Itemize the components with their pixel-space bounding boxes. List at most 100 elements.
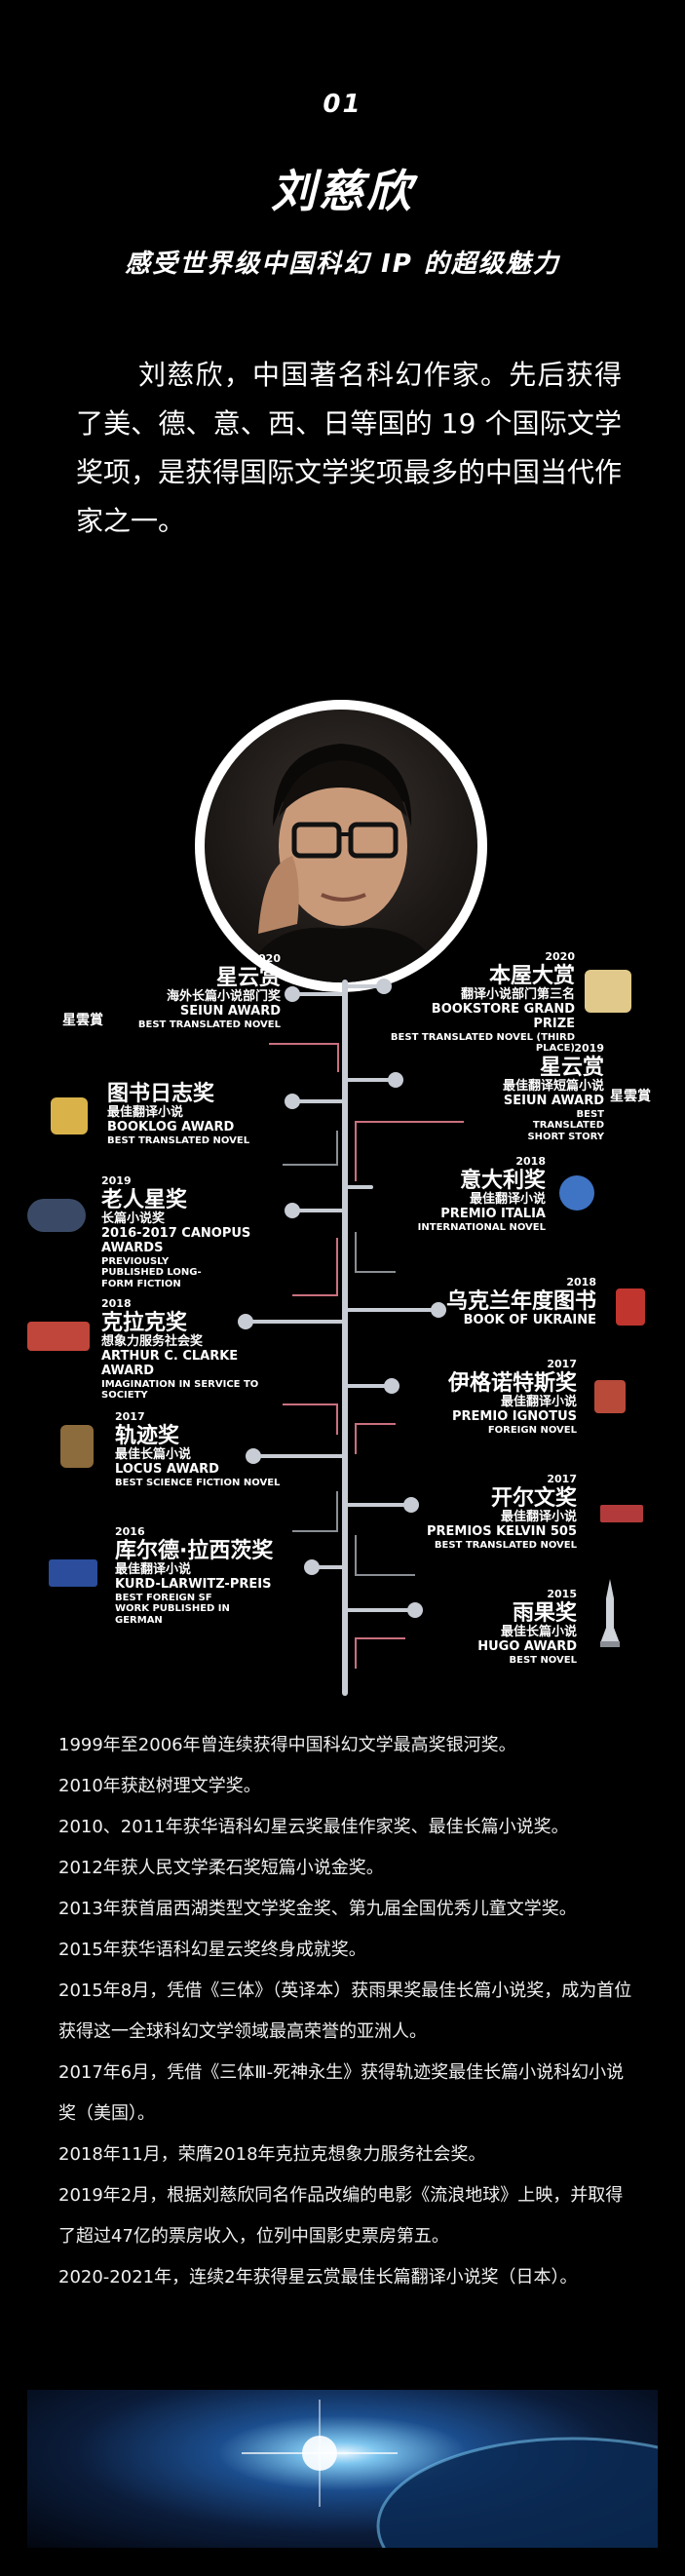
- list-item: 2018年11月，荣膺2018年克拉克想象力服务社会奖。: [58, 2144, 486, 2165]
- award-desc-en: BEST NOVEL: [509, 1654, 577, 1666]
- timeline-node: [403, 1497, 419, 1513]
- award-name-en: KURD-LARWITZ-PREIS: [115, 1576, 272, 1592]
- circuit-line: [355, 1232, 396, 1273]
- award-name-zh: 库尔德·拉西茨奖: [115, 1538, 274, 1563]
- list-item: 2015年获华语科幻星云奖终身成就奖。: [58, 1940, 366, 1960]
- award-name-en: PREMIO ITALIA: [440, 1206, 546, 1221]
- award-category-zh: 最佳长篇小说: [115, 1446, 192, 1462]
- award-desc-en: FOREIGN NOVEL: [487, 1424, 577, 1436]
- timeline-branch: [292, 992, 344, 996]
- timeline-node: [246, 1448, 261, 1464]
- award-name-en: HUGO AWARD: [477, 1638, 577, 1654]
- award-category-zh: 最佳翻译小说: [500, 1509, 577, 1524]
- award-name-en: BOOKSTORE GRAND PRIZE: [431, 1001, 575, 1031]
- page-title: 刘慈欣: [271, 165, 414, 217]
- award-year: 2016: [115, 1525, 145, 1538]
- award-name-zh: 意大利奖: [459, 1168, 546, 1193]
- list-item: 2012年获人民文学柔石奖短篇小说金奖。: [58, 1858, 384, 1878]
- timeline-branch: [346, 1078, 395, 1082]
- timeline-node: [304, 1559, 320, 1575]
- award-category-zh: 最佳翻译短篇小说: [502, 1078, 604, 1094]
- award-year: 2019: [101, 1174, 132, 1187]
- section-number: 01: [323, 90, 362, 119]
- timeline-branch: [292, 1209, 344, 1212]
- award-name-zh: 图书日志奖: [107, 1082, 215, 1106]
- space-banner: [27, 2390, 658, 2548]
- timeline-branch: [346, 1503, 410, 1507]
- timeline-node: [431, 1302, 446, 1318]
- ukraine-icon: [616, 1288, 645, 1326]
- award-year: 2018: [101, 1297, 132, 1310]
- kelvin-icon: [600, 1505, 643, 1522]
- award-name-en: BOOKLOG AWARD: [107, 1120, 235, 1135]
- award-year: 2015: [547, 1588, 577, 1600]
- timeline-branch: [346, 1185, 373, 1189]
- list-item: 2015年8月，凭借《三体》（英译本）获雨果奖最佳长篇小说奖，成为首位获得这一全…: [58, 1980, 632, 2042]
- locus-icon: [60, 1425, 94, 1468]
- award-desc-en: BEST TRANSLATED NOVEL: [107, 1135, 250, 1147]
- award-name-zh: 星云赏: [215, 965, 281, 990]
- circuit-line: [355, 1637, 405, 1669]
- list-item: 2010年获赵树理文学奖。: [58, 1776, 261, 1796]
- award-year: 2020: [545, 950, 575, 963]
- timeline-branch: [246, 1320, 344, 1324]
- award-category-zh: 最佳长篇小说: [500, 1624, 577, 1639]
- timeline-node: [238, 1314, 253, 1329]
- award-desc-en: INTERNATIONAL NOVEL: [417, 1221, 546, 1233]
- award-right-1: 2020 本屋大赏 翻译小说部门第三名 BOOKSTORE GRAND PRIZ…: [390, 950, 575, 1055]
- timeline-trunk: [342, 980, 348, 1696]
- list-item: 2017年6月，凭借《三体Ⅲ-死神永生》获得轨迹奖最佳长篇小说科幻小说奖（美国）…: [58, 2062, 625, 2124]
- clarke-icon: [27, 1322, 90, 1351]
- award-desc-en: BEST TRANSLATED SHORT STORY: [527, 1108, 604, 1142]
- award-name-zh: 克拉克奖: [101, 1310, 188, 1335]
- seiun-logo: 星雲賞: [62, 1013, 103, 1028]
- portrait-illustration: [244, 744, 443, 982]
- award-desc-en: BEST SCIENCE FICTION NOVEL: [115, 1477, 281, 1488]
- seiun-logo-right: 星雲賞: [610, 1089, 651, 1104]
- hugo-icon: [600, 1579, 620, 1647]
- award-name-zh: 开尔文奖: [490, 1485, 577, 1511]
- timeline-branch: [346, 1608, 414, 1612]
- award-year: 2017: [115, 1410, 145, 1423]
- award-name-en: SEIUN AWARD: [503, 1093, 604, 1108]
- timeline-node: [388, 1072, 403, 1088]
- kurd-icon: [49, 1559, 97, 1587]
- award-right-5: 2017 伊格诺特斯奖 最佳翻译小说 PREMIO IGNOTUS FOREIG…: [409, 1358, 577, 1436]
- award-desc-en: BEST TRANSLATED NOVEL: [137, 1019, 281, 1030]
- award-name-en: 2016-2017 CANOPUS AWARDS: [101, 1225, 251, 1255]
- award-name-en: ARTHUR C. CLARKE AWARD: [101, 1348, 239, 1378]
- award-category-zh: 最佳翻译小说: [107, 1105, 184, 1121]
- award-name-en: SEIUN AWARD: [179, 1003, 281, 1019]
- award-right-7: 2015 雨果奖 最佳长篇小说 HUGO AWARD BEST NOVEL: [429, 1588, 577, 1666]
- award-category-zh: 想象力服务社会奖: [101, 1333, 204, 1349]
- award-category-zh: 最佳翻译小说: [469, 1191, 546, 1207]
- timeline-branch: [346, 1384, 391, 1388]
- award-year: 2017: [547, 1473, 577, 1485]
- page-subtitle: 感受世界级中国科幻 IP 的超级魅力: [125, 250, 560, 279]
- timeline-branch: [346, 984, 385, 988]
- timeline-node: [285, 986, 300, 1002]
- award-left-5: 2017 轨迹奖 最佳长篇小说 LOCUS AWARD BEST SCIENCE…: [115, 1410, 290, 1488]
- circuit-line: [292, 1238, 338, 1296]
- timeline-branch: [253, 1454, 344, 1458]
- award-name-zh: 伊格诺特斯奖: [447, 1370, 577, 1396]
- list-item: 2020-2021年，连续2年获得星云赏最佳长篇翻译小说奖（日本）。: [58, 2267, 578, 2288]
- circuit-line: [269, 1043, 339, 1072]
- timeline-node: [285, 1203, 300, 1218]
- award-desc-en: IMAGINATION IN SERVICE TO SOCIETY: [101, 1378, 259, 1402]
- award-category-zh: 翻译小说部门第三名: [460, 986, 575, 1002]
- award-right-3: 2018 意大利奖 最佳翻译小说 PREMIO ITALIA INTERNATI…: [390, 1155, 546, 1233]
- award-name-zh: 老人星奖: [101, 1187, 188, 1212]
- author-portrait: [205, 710, 477, 982]
- award-year: 2019: [574, 1042, 604, 1055]
- award-desc-en: PREVIOUSLY PUBLISHED LONG-FORM FICTION: [101, 1255, 202, 1289]
- booklog-icon: [51, 1097, 88, 1134]
- list-item: 2013年获首届西湖类型文学奖金奖、第九届全国优秀儿童文学奖。: [58, 1899, 577, 1919]
- italia-icon: [559, 1175, 594, 1211]
- award-year: 2020: [250, 952, 281, 965]
- award-name-en: PREMIOS KELVIN 505: [426, 1523, 577, 1539]
- circuit-line: [283, 1403, 338, 1435]
- timeline-branch: [312, 1565, 344, 1569]
- list-item: 2010、2011年获华语科幻星云奖最佳作家奖、最佳长篇小说奖。: [58, 1817, 569, 1837]
- list-item: 1999年至2006年曾连续获得中国科幻文学最高奖银河奖。: [58, 1735, 516, 1755]
